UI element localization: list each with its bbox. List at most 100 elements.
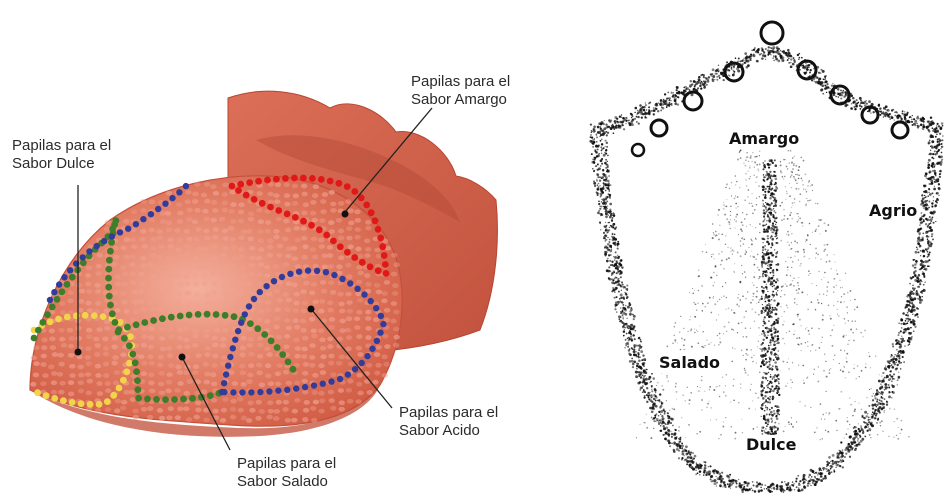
papilla-dot xyxy=(222,182,228,187)
stipple-dot xyxy=(780,296,781,297)
stipple-dot xyxy=(907,312,909,314)
sour-zone-dot xyxy=(239,389,245,395)
stipple-dot xyxy=(772,365,774,367)
stipple-dot xyxy=(842,91,845,94)
stipple-dot xyxy=(690,80,692,82)
stipple-dot xyxy=(695,473,697,475)
papilla-dot xyxy=(40,362,46,367)
papilla-dot xyxy=(239,352,245,357)
stipple-dot xyxy=(761,484,763,486)
papilla-dot xyxy=(168,406,174,411)
stipple-dot xyxy=(777,409,779,411)
stipple-dot xyxy=(907,320,909,322)
stipple-dot xyxy=(942,139,944,141)
stipple-dot xyxy=(859,104,861,106)
stipple-dot xyxy=(775,187,778,190)
stipple-dot xyxy=(803,479,805,481)
stipple-dot xyxy=(936,151,938,153)
stipple-dot xyxy=(798,59,800,61)
stipple-dot xyxy=(929,244,932,247)
stipple-dot xyxy=(633,325,635,327)
stipple-dot xyxy=(591,153,593,155)
stipple-dot xyxy=(910,332,912,334)
stipple-dot xyxy=(638,356,639,357)
bitter-zone-dot xyxy=(275,207,282,214)
stipple-dot xyxy=(816,427,817,428)
sweet-zone-dot xyxy=(43,392,50,399)
bitter-zone-dot xyxy=(235,187,242,194)
papilla-dot xyxy=(186,208,192,213)
papilla-dot xyxy=(186,300,192,305)
stipple-dot xyxy=(918,280,920,282)
stipple-dot xyxy=(801,178,803,180)
stipple-dot xyxy=(796,292,797,293)
stipple-dot xyxy=(746,55,748,57)
papilla-dot xyxy=(293,308,299,313)
stipple-dot xyxy=(755,393,756,394)
papilla-dot xyxy=(273,264,279,269)
papilla-dot xyxy=(311,237,317,242)
stipple-dot xyxy=(718,344,719,345)
stipple-dot xyxy=(657,382,659,384)
papilla-dot xyxy=(293,301,299,306)
stipple-dot xyxy=(814,81,816,83)
stipple-dot xyxy=(765,48,767,50)
stipple-dot xyxy=(711,254,712,255)
stipple-dot xyxy=(843,90,844,91)
stipple-dot xyxy=(734,198,736,200)
stipple-dot xyxy=(918,274,920,276)
stipple-dot xyxy=(937,123,939,125)
stipple-dot xyxy=(809,258,810,259)
papilla-dot xyxy=(123,309,129,314)
stipple-dot xyxy=(825,230,827,232)
stipple-dot xyxy=(824,249,826,251)
stipple-dot xyxy=(776,294,778,296)
stipple-dot xyxy=(889,408,891,410)
stipple-dot xyxy=(924,195,925,196)
stipple-dot xyxy=(853,340,855,342)
stipple-dot xyxy=(770,390,772,392)
stipple-dot xyxy=(668,436,669,437)
stipple-dot xyxy=(895,358,898,361)
papilla-dot xyxy=(93,337,99,342)
stipple-dot xyxy=(913,330,915,332)
salty-zone-dot xyxy=(141,319,148,326)
stipple-dot xyxy=(605,212,608,215)
sour-zone-dot xyxy=(232,337,238,343)
bitter-zone-dot xyxy=(359,259,366,266)
stipple-dot xyxy=(619,116,621,118)
stipple-dot xyxy=(770,229,771,230)
salty-zone-dot xyxy=(109,310,116,317)
stipple-dot xyxy=(612,287,614,289)
papilla-dot xyxy=(205,292,211,297)
stipple-dot xyxy=(718,438,719,439)
stipple-dot xyxy=(884,116,886,118)
papilla-dot xyxy=(356,265,362,270)
stipple-dot xyxy=(613,265,615,267)
stipple-dot xyxy=(822,337,823,338)
papilla-dot xyxy=(214,328,220,333)
stipple-dot xyxy=(923,266,925,268)
stipple-dot xyxy=(762,307,765,310)
papilla-dot xyxy=(348,362,354,367)
papilla-dot xyxy=(156,235,162,240)
stipple-dot xyxy=(859,430,862,433)
stipple-dot xyxy=(702,303,704,305)
stipple-dot xyxy=(772,224,775,227)
stipple-dot xyxy=(773,309,775,311)
papilla-dot xyxy=(201,274,207,279)
papilla-dot xyxy=(259,409,265,414)
stipple-dot xyxy=(870,112,871,113)
stipple-dot xyxy=(746,180,747,181)
stipple-dot xyxy=(627,346,629,348)
stipple-dot xyxy=(773,280,776,283)
stipple-dot xyxy=(764,322,767,325)
papilla-dot xyxy=(393,262,399,267)
stipple-dot xyxy=(760,365,762,367)
papilla-dot xyxy=(149,218,155,223)
stipple-dot xyxy=(885,365,886,366)
sour-zone-dot xyxy=(227,354,233,360)
stipple-dot xyxy=(750,55,752,57)
stipple-dot xyxy=(856,436,857,437)
papilla-dot xyxy=(267,192,273,197)
